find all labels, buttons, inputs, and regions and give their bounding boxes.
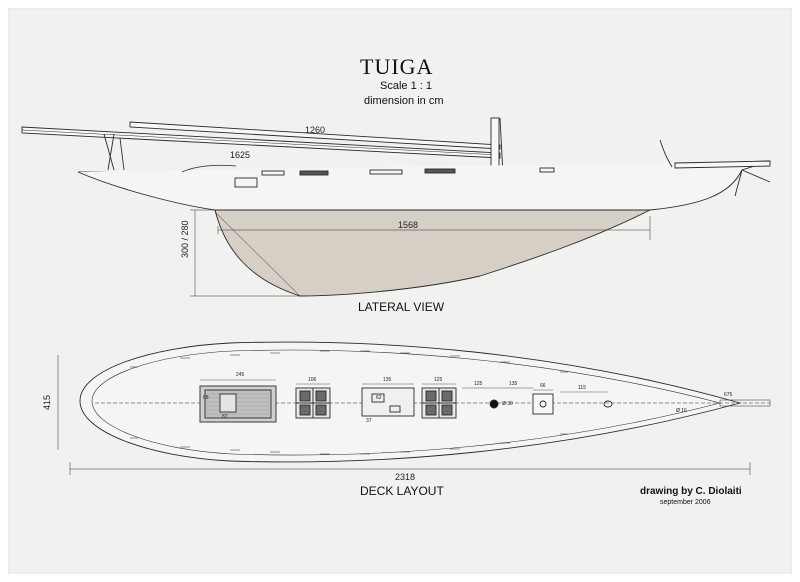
lateral-view [21,117,771,297]
dim-bowsprit: 675 [724,392,733,398]
dim-span-b: 135 [509,381,518,387]
dimension-note: dimension in cm [364,95,444,107]
deck-layout-label: DECK LAYOUT [360,484,444,498]
lateral-view-label: LATERAL VIEW [358,300,445,314]
dim-hatch-2: 135 [383,377,392,383]
dim-mast-diameter: Ø 30 [502,401,513,407]
upper-boom [129,121,501,150]
dim-small-3: 62 [376,395,382,401]
dim-boom: 1260 [305,125,326,135]
deck-layout [57,341,771,475]
author-credit: drawing by C. Diolaiti [640,486,742,497]
dim-small-1: 68 [203,395,209,401]
dim-span-a: 125 [474,381,483,387]
dim-cockpit: 245 [236,372,245,378]
hull-body [77,160,771,211]
dim-hatch-3: 125 [434,377,443,383]
mast-hole [489,399,499,409]
dim-spinnaker-pole: 1625 [230,150,251,160]
dim-waterline: 1568 [398,220,419,230]
dim-length: 2318 [395,472,416,482]
drawing-date: september 2006 [660,499,711,506]
dim-bow-diameter: Ø 16 [676,408,687,414]
dim-span-c: 66 [540,383,546,389]
drawing-sheet [8,8,792,574]
dim-span-d: 115 [578,385,586,391]
drawing-title: TUIGA [360,54,434,79]
dim-small-2: 87 [222,414,228,420]
deckhouse [361,387,415,417]
dim-draft: 300 / 280 [180,220,190,258]
keel [214,209,651,297]
dim-beam: 415 [42,394,52,410]
dim-small-4: 37 [366,418,372,424]
scale-label: Scale 1 : 1 [380,80,432,92]
dim-hatch-1: 106 [308,377,317,383]
